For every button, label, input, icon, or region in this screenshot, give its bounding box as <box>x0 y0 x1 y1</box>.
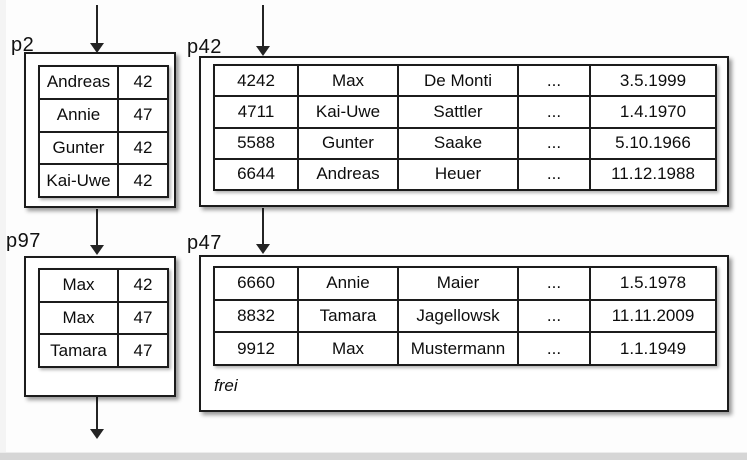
table-cell: 42 <box>117 268 169 303</box>
table-cell: ... <box>517 126 591 160</box>
data-table-p47: 6660 Annie Maier ... 1.5.1978 8832 Tamar… <box>213 266 717 366</box>
arrow-shaft <box>96 397 98 429</box>
table-row: Annie 47 <box>38 97 169 133</box>
index-table-p97: Max 42 Max 47 Tamara 47 <box>38 268 169 368</box>
table-row: 8832 Tamara Jagellowsk ... 11.11.2009 <box>213 298 717 334</box>
table-row: Tamara 47 <box>38 333 169 368</box>
table-cell: 42 <box>117 130 169 166</box>
table-cell: 5.10.1966 <box>589 126 717 160</box>
table-cell: Jagellowsk <box>397 298 519 334</box>
page-label-p97: p97 <box>6 230 41 252</box>
table-cell: Tamara <box>38 333 119 368</box>
arrow-out-of-p97-icon <box>90 397 104 439</box>
table-cell: Annie <box>38 97 119 133</box>
bottom-edge-bar <box>0 452 747 460</box>
table-row: 6644 Andreas Heuer ... 11.12.1988 <box>213 157 717 192</box>
arrow-down-into-p42-icon <box>256 5 270 56</box>
table-cell: 1.4.1970 <box>589 95 717 129</box>
free-space-label: frei <box>214 376 238 395</box>
table-row: Andreas 42 <box>38 65 169 100</box>
table-row: Kai-Uwe 42 <box>38 163 169 198</box>
page-box-p97: Max 42 Max 47 Tamara 47 <box>24 256 176 397</box>
table-row: 6660 Annie Maier ... 1.5.1978 <box>213 266 717 301</box>
table-cell: Saake <box>397 126 519 160</box>
table-cell: 8832 <box>213 298 299 334</box>
arrow-p2-to-p97-icon <box>90 209 104 255</box>
table-cell: 9912 <box>213 331 299 366</box>
table-cell: 47 <box>117 97 169 133</box>
table-cell: 11.12.1988 <box>589 157 717 192</box>
table-cell: ... <box>517 63 591 98</box>
table-row: Max 47 <box>38 300 169 336</box>
arrow-head-icon <box>256 46 270 56</box>
table-cell: De Monti <box>397 63 519 98</box>
arrow-p42-to-p47-icon <box>256 208 270 254</box>
table-cell: Andreas <box>297 157 399 192</box>
page-box-p47: 6660 Annie Maier ... 1.5.1978 8832 Tamar… <box>199 255 729 412</box>
table-cell: Kai-Uwe <box>297 95 399 129</box>
table-cell: ... <box>517 298 591 334</box>
table-cell: 6660 <box>213 266 299 301</box>
table-cell: 47 <box>117 300 169 336</box>
page-label-p2: p2 <box>11 34 35 56</box>
table-cell: Sattler <box>397 95 519 129</box>
table-cell: Maier <box>397 266 519 301</box>
table-cell: 47 <box>117 333 169 368</box>
page-label-p47: p47 <box>187 232 222 254</box>
arrow-shaft <box>262 5 264 46</box>
page-label-p42: p42 <box>187 36 222 58</box>
table-cell: Max <box>297 63 399 98</box>
table-cell: Gunter <box>38 130 119 166</box>
arrow-shaft <box>96 5 98 43</box>
arrow-down-into-p2-icon <box>90 5 104 53</box>
arrow-head-icon <box>256 244 270 254</box>
table-cell: Annie <box>297 266 399 301</box>
table-cell: Max <box>38 300 119 336</box>
table-row: 9912 Max Mustermann ... 1.1.1949 <box>213 331 717 366</box>
data-table-p42: 4242 Max De Monti ... 3.5.1999 4711 Kai-… <box>213 63 717 192</box>
table-cell: ... <box>517 157 591 192</box>
table-cell: Kai-Uwe <box>38 163 119 198</box>
table-row: Max 42 <box>38 268 169 303</box>
arrow-shaft <box>96 209 98 245</box>
table-cell: 4242 <box>213 63 299 98</box>
table-cell: 4711 <box>213 95 299 129</box>
table-cell: 1.1.1949 <box>589 331 717 366</box>
table-cell: ... <box>517 331 591 366</box>
arrow-head-icon <box>90 43 104 53</box>
table-cell: ... <box>517 95 591 129</box>
table-cell: Mustermann <box>397 331 519 366</box>
table-cell: ... <box>517 266 591 301</box>
table-row: Gunter 42 <box>38 130 169 166</box>
table-row: 4242 Max De Monti ... 3.5.1999 <box>213 63 717 98</box>
table-cell: 1.5.1978 <box>589 266 717 301</box>
table-cell: Heuer <box>397 157 519 192</box>
table-cell: 42 <box>117 163 169 198</box>
table-cell: Tamara <box>297 298 399 334</box>
table-cell: 3.5.1999 <box>589 63 717 98</box>
arrow-head-icon <box>90 429 104 439</box>
table-row: 5588 Gunter Saake ... 5.10.1966 <box>213 126 717 160</box>
table-cell: Andreas <box>38 65 119 100</box>
table-cell: 6644 <box>213 157 299 192</box>
page-box-p42: 4242 Max De Monti ... 3.5.1999 4711 Kai-… <box>199 56 729 207</box>
arrow-shaft <box>262 208 264 244</box>
arrow-head-icon <box>90 245 104 255</box>
index-table-p2: Andreas 42 Annie 47 Gunter 42 Kai-Uwe 42 <box>38 65 169 198</box>
table-cell: 5588 <box>213 126 299 160</box>
table-cell: Gunter <box>297 126 399 160</box>
table-cell: 11.11.2009 <box>589 298 717 334</box>
table-cell: Max <box>297 331 399 366</box>
page-box-p2: Andreas 42 Annie 47 Gunter 42 Kai-Uwe 42 <box>24 52 176 208</box>
table-row: 4711 Kai-Uwe Sattler ... 1.4.1970 <box>213 95 717 129</box>
left-margin-strip <box>0 0 6 460</box>
table-cell: 42 <box>117 65 169 100</box>
table-cell: Max <box>38 268 119 303</box>
